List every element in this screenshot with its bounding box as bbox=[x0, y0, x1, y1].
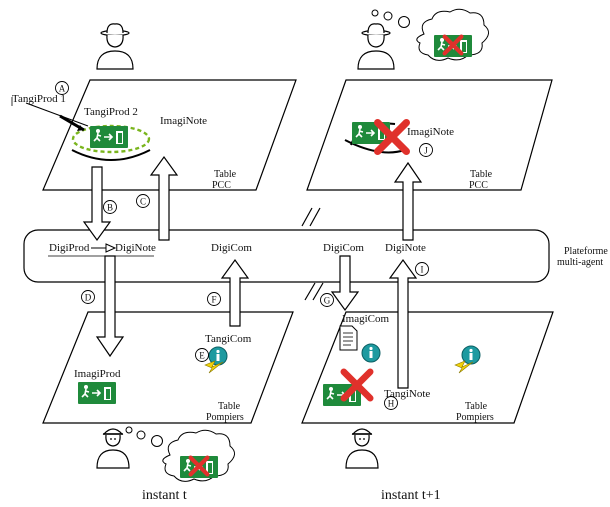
label-imaginote-left: ImagiNote bbox=[160, 115, 207, 127]
user-icon-left bbox=[96, 23, 134, 70]
caption-instant-t: instant t bbox=[142, 488, 187, 503]
label-table-pcc-right-1: Table bbox=[470, 169, 493, 180]
arrow-g bbox=[330, 255, 360, 312]
marker-f: F bbox=[211, 295, 216, 305]
marker-b: B bbox=[107, 203, 113, 213]
label-imagicom: ImagiCom bbox=[342, 313, 389, 325]
marker-j: J bbox=[424, 146, 428, 156]
arrow-d bbox=[95, 255, 125, 358]
table-pcc-right bbox=[306, 79, 553, 191]
caption-instant-t1: instant t+1 bbox=[381, 488, 441, 503]
label-table-pcc-right-2: PCC bbox=[469, 180, 488, 191]
exit-sign-icon bbox=[89, 125, 129, 149]
label-table-pompiers-left-1: Table bbox=[218, 401, 241, 412]
label-tangicom: TangiCom bbox=[205, 333, 252, 345]
user-icon-right bbox=[357, 23, 395, 70]
label-table-pompiers-left-2: Pompiers bbox=[206, 412, 244, 423]
arrow-to-pcc-right bbox=[393, 161, 423, 241]
tangiprod-group bbox=[25, 102, 151, 161]
label-platform-1: Plateforme bbox=[564, 246, 608, 257]
marker-i: I bbox=[421, 265, 424, 275]
fireman-icon-right bbox=[345, 428, 379, 469]
arrow-b bbox=[82, 166, 112, 242]
fireman-icon-left bbox=[96, 428, 130, 469]
document-icon bbox=[339, 325, 358, 351]
thought-bubble-top-right bbox=[371, 8, 489, 61]
label-digiprod: DigiProd bbox=[49, 242, 90, 254]
label-diginote-right: DigiNote bbox=[385, 242, 426, 254]
marker-h: H bbox=[388, 399, 395, 409]
exit-sign-icon-imagiprod bbox=[77, 381, 117, 405]
label-table-pompiers-right-1: Table bbox=[465, 401, 488, 412]
arrow-f bbox=[220, 258, 250, 327]
table-pcc-left bbox=[42, 79, 297, 191]
arrow-i bbox=[388, 258, 418, 389]
time-separator-bottom bbox=[304, 282, 316, 301]
thought-bubble-bottom-left bbox=[125, 426, 235, 482]
label-tangiprod1: TangiProd 1 bbox=[12, 93, 66, 105]
label-table-pcc-left-2: PCC bbox=[212, 180, 231, 191]
arrow-c bbox=[149, 155, 179, 241]
label-platform-2: multi-agent bbox=[557, 257, 603, 268]
label-digicom-right: DigiCom bbox=[323, 242, 364, 254]
label-tangiprod2: TangiProd 2 bbox=[84, 106, 138, 118]
label-digicom-left: DigiCom bbox=[211, 242, 252, 254]
label-table-pcc-left-1: Table bbox=[214, 169, 237, 180]
marker-e: E bbox=[199, 351, 205, 361]
info-icon-imagicom bbox=[361, 343, 381, 363]
label-diginote-left: DigiNote bbox=[115, 242, 156, 254]
label-imagiprod: ImagiProd bbox=[74, 368, 121, 380]
label-tanginote: TangiNote bbox=[384, 388, 430, 400]
marker-g: G bbox=[324, 296, 331, 306]
label-imaginote-right: ImagiNote bbox=[407, 126, 454, 138]
marker-c: C bbox=[140, 197, 146, 207]
label-table-pompiers-right-2: Pompiers bbox=[456, 412, 494, 423]
marker-d: D bbox=[85, 293, 92, 303]
marker-a: A bbox=[59, 84, 66, 94]
time-separator-top bbox=[301, 207, 313, 227]
